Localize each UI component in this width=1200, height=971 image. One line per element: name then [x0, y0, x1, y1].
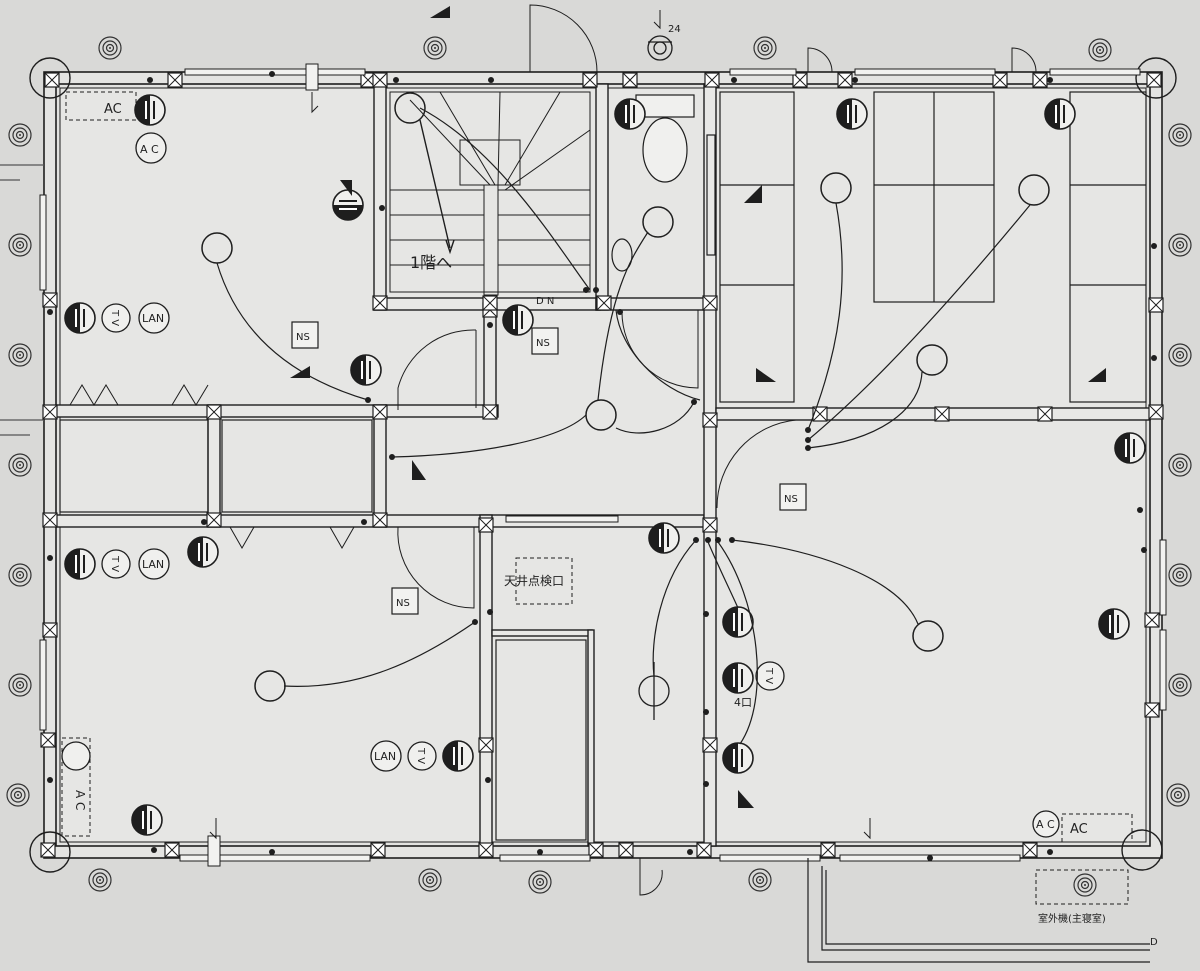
lan-label-1: LAN	[142, 312, 164, 325]
door-swing-icons	[397, 4, 1037, 896]
level-arrows	[209, 10, 871, 840]
ac-label-bottom-right: AC	[1070, 822, 1088, 837]
ns-boxes	[291, 321, 807, 615]
balcony-outline	[807, 858, 1150, 963]
ac-circle-label-bottom-right: A C	[1036, 818, 1055, 831]
edge-mark: D	[1150, 937, 1158, 948]
four-outlet-label: 4口	[734, 696, 752, 709]
dn-label: D N	[536, 296, 554, 307]
closet-lines	[59, 91, 1147, 841]
ns-label-2: NS	[536, 338, 550, 349]
bifold-doors	[69, 384, 355, 550]
dim-24-label: 24	[668, 24, 681, 35]
ac-symbols	[61, 132, 1060, 838]
outdoor-unit-label: 室外機(主寝室)	[1038, 912, 1106, 925]
tv-label-1: T V	[109, 309, 120, 326]
ns-label-1: NS	[296, 332, 310, 343]
ns-label-3: NS	[784, 494, 798, 505]
ns-label-4: NS	[396, 598, 410, 609]
stairs-down-label: 1階へ	[410, 253, 452, 272]
exterior-light-icon	[647, 35, 673, 61]
windows	[39, 63, 1167, 867]
lan-label-2: LAN	[142, 558, 164, 571]
staircase	[389, 91, 591, 296]
switch-icons	[290, 6, 1106, 808]
ac-circle-label-top-left: A C	[140, 143, 159, 156]
wiring-dots	[47, 71, 1157, 861]
lan-label-3: LAN	[374, 750, 396, 763]
tv-label-3: T V	[415, 747, 426, 764]
ceiling-hatch-label: 天井点検口	[504, 574, 564, 588]
tv-label-2: T V	[109, 555, 120, 572]
wiring-lines	[216, 107, 1031, 745]
ac-label-vertical-left: A C	[73, 790, 87, 810]
lan-tv-symbols	[101, 302, 785, 772]
ac-label-top-left: AC	[104, 102, 122, 117]
outside-left-structure	[0, 164, 44, 436]
tv-label-4: T V	[763, 667, 774, 684]
